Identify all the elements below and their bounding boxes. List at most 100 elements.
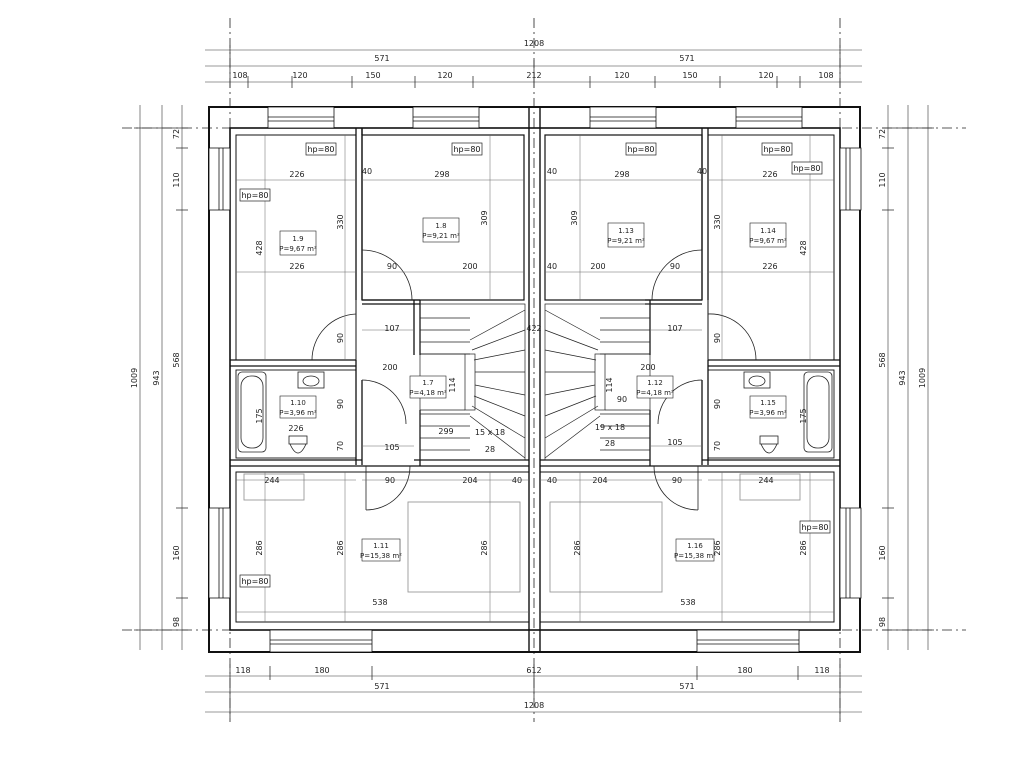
dim-seg: 108: [818, 71, 833, 80]
dim-seg: 110: [172, 172, 181, 187]
dim: 226: [288, 424, 303, 433]
room-id: 1.12: [647, 379, 663, 387]
room-tag-1-8: 1.8 P=9,21 m²: [422, 217, 460, 243]
dim: 226: [762, 170, 777, 179]
dim: 538: [680, 598, 695, 607]
dim-seg: 160: [172, 545, 181, 560]
dim: 70: [713, 441, 722, 451]
dim: 105: [384, 443, 399, 452]
hp-label: hp=80: [307, 145, 334, 154]
dim: 422: [526, 324, 541, 333]
room-area: P=4,18 m²: [636, 389, 674, 397]
dim: 40: [362, 167, 372, 176]
room-tag-1-10: 1.10 P=3,96 m²: [279, 395, 317, 419]
dim: 330: [713, 214, 722, 229]
dim-seg: 150: [365, 71, 380, 80]
exterior-walls: [208, 106, 861, 653]
hp-label: hp=80: [763, 145, 790, 154]
dim: 90: [713, 399, 722, 409]
dim-seg: 612: [526, 666, 541, 675]
dim: 244: [264, 476, 279, 485]
dim-seg: 120: [614, 71, 629, 80]
dim: 538: [372, 598, 387, 607]
room-id: 1.10: [290, 399, 306, 407]
room-tag-1-7: 1.7 P=4,18 m²: [409, 375, 447, 399]
dim: 40: [697, 167, 707, 176]
dim: 40: [547, 167, 557, 176]
beds: [243, 473, 801, 593]
dim: 90: [617, 395, 627, 404]
dim: 286: [713, 540, 722, 555]
dim: 175: [799, 408, 808, 423]
hp-label: hp=80: [627, 145, 654, 154]
room-tag-1-14: 1.14 P=9,67 m²: [749, 222, 787, 248]
stairs-spec-left: 15 x 18: [475, 428, 505, 437]
room-tag-1-15: 1.15 P=3,96 m²: [749, 395, 787, 419]
dim: 286: [255, 540, 264, 555]
doors: [311, 249, 757, 511]
dim: 200: [590, 262, 605, 271]
dim: 200: [382, 363, 397, 372]
dim-seg: 568: [878, 352, 887, 367]
staircase-left: [419, 303, 526, 461]
right-dimensions: [882, 105, 934, 650]
room-id: 1.13: [618, 227, 634, 235]
dim: 90: [387, 262, 397, 271]
dim: 330: [336, 214, 345, 229]
dim: 200: [462, 262, 477, 271]
dim: 309: [570, 210, 579, 225]
dim: 286: [799, 540, 808, 555]
interior-dim-text: 226 298 298 226 226 90 200 200 90 226 10…: [255, 167, 808, 607]
dim-top-half-right: 571: [679, 54, 694, 63]
dim-bottom-total: 1208: [524, 701, 544, 710]
hp-label: hp=80: [241, 577, 268, 586]
dim: 226: [289, 170, 304, 179]
dim: 107: [667, 324, 682, 333]
room-tag-1-12: 1.12 P=4,18 m²: [636, 375, 674, 399]
dim: 40: [547, 476, 557, 485]
toilet-icon: [288, 435, 779, 454]
dim-top-total: 1208: [524, 39, 544, 48]
dim-seg: 120: [437, 71, 452, 80]
dim-seg: 150: [682, 71, 697, 80]
room-tag-1-11: 1.11 P=15,38 m²: [360, 538, 402, 562]
room-area: P=3,96 m²: [749, 409, 787, 417]
staircase-right: [544, 303, 651, 461]
room-id: 1.9: [292, 235, 303, 243]
dim-seg: 98: [172, 617, 181, 627]
room-area: P=4,18 m²: [409, 389, 447, 397]
dim-seg: 98: [878, 617, 887, 627]
dim-right-inner: 943: [898, 370, 907, 385]
dim-bottom-half-left: 571: [374, 682, 389, 691]
dim: 114: [448, 377, 457, 392]
room-id: 1.14: [760, 227, 776, 235]
room-tag-1-16: 1.16 P=15,38 m²: [674, 538, 716, 562]
dim-seg: 120: [758, 71, 773, 80]
dim-top-half-left: 571: [374, 54, 389, 63]
dim: 40: [547, 262, 557, 271]
room-id: 1.11: [373, 542, 389, 550]
dim: 114: [605, 377, 614, 392]
dim: 286: [336, 540, 345, 555]
room-area: P=15,38 m²: [360, 552, 402, 560]
room-area: P=15,38 m²: [674, 552, 716, 560]
dim-seg: 212: [526, 71, 541, 80]
dim: 90: [672, 476, 682, 485]
dim-left-inner: 943: [152, 370, 161, 385]
dim: 70: [336, 441, 345, 451]
room-area: P=9,67 m²: [749, 237, 787, 245]
dim-seg: 180: [314, 666, 329, 675]
dim: 309: [480, 210, 489, 225]
room-id: 1.16: [687, 542, 703, 550]
dim: 107: [384, 324, 399, 333]
hp-label: hp=80: [453, 145, 480, 154]
dim-bottom-segments: 118 180 612 180 118: [235, 666, 829, 675]
dim: 90: [336, 333, 345, 343]
room-tag-1-9: 1.9 P=9,67 m²: [279, 230, 317, 256]
windows: [208, 106, 862, 653]
dim-seg: 180: [737, 666, 752, 675]
dim-left-segments: 72 110 568 160 98: [172, 129, 181, 627]
dim: 28: [485, 445, 495, 454]
dim-seg: 160: [878, 545, 887, 560]
